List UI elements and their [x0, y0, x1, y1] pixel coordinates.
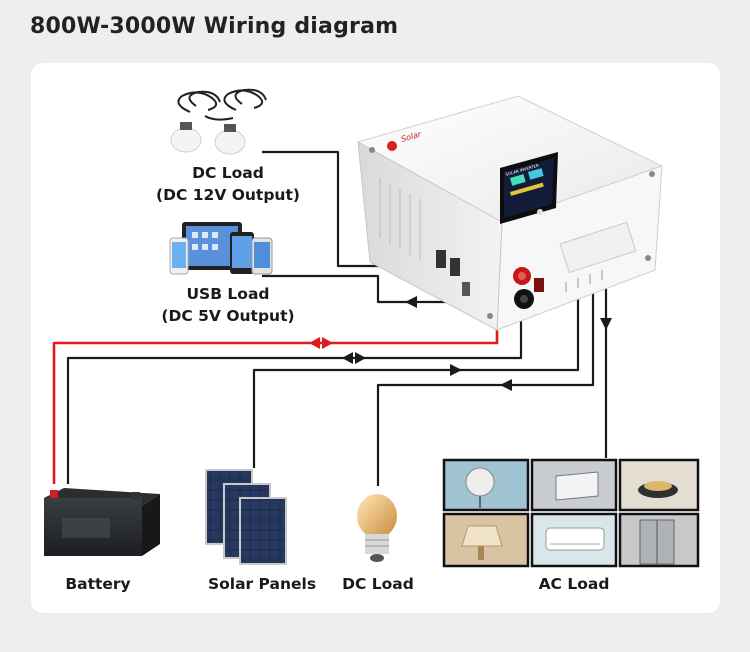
solar-panels-label: Solar Panels	[207, 575, 317, 593]
page-title: 800W-3000W Wiring diagram	[30, 14, 399, 39]
dc-load-bulb-image	[357, 494, 397, 562]
arrow-dc-load-bottom	[500, 379, 512, 391]
solar-panels-image	[205, 469, 287, 565]
dc-load-top-label: DC Load (DC 12V Output)	[148, 162, 308, 206]
dc-load-bottom-label: DC Load	[342, 575, 414, 593]
solar-panel-wire	[252, 296, 580, 468]
ac-load-grid-image	[442, 458, 700, 568]
usb-load-label: USB Load (DC 5V Output)	[148, 283, 308, 327]
dc-load-top-label-line1: DC Load	[192, 164, 264, 182]
arrow-ac-load	[600, 318, 612, 330]
battery-negative-wire	[66, 302, 523, 484]
usb-load-label-line1: USB Load	[186, 285, 270, 303]
usb-load-wire	[262, 274, 458, 304]
ac-load-label: AC Load	[538, 575, 610, 593]
arrow-solar	[450, 364, 462, 376]
arrow-battery-positive-bidirectional	[309, 337, 333, 349]
arrow-battery-negative-bidirectional	[342, 352, 366, 364]
usb-load-label-line2: (DC 5V Output)	[161, 307, 295, 325]
inverter-image: Solar SOLAR INVERTER	[356, 95, 664, 331]
battery-image	[44, 488, 160, 556]
dc-load-bottom-wire	[376, 290, 595, 486]
usb-load-devices-image	[169, 222, 273, 275]
arrow-usb-load	[405, 296, 417, 308]
dc-load-bulbs-image	[170, 88, 267, 155]
battery-label: Battery	[65, 575, 131, 593]
dc-load-top-label-line2: (DC 12V Output)	[156, 186, 300, 204]
